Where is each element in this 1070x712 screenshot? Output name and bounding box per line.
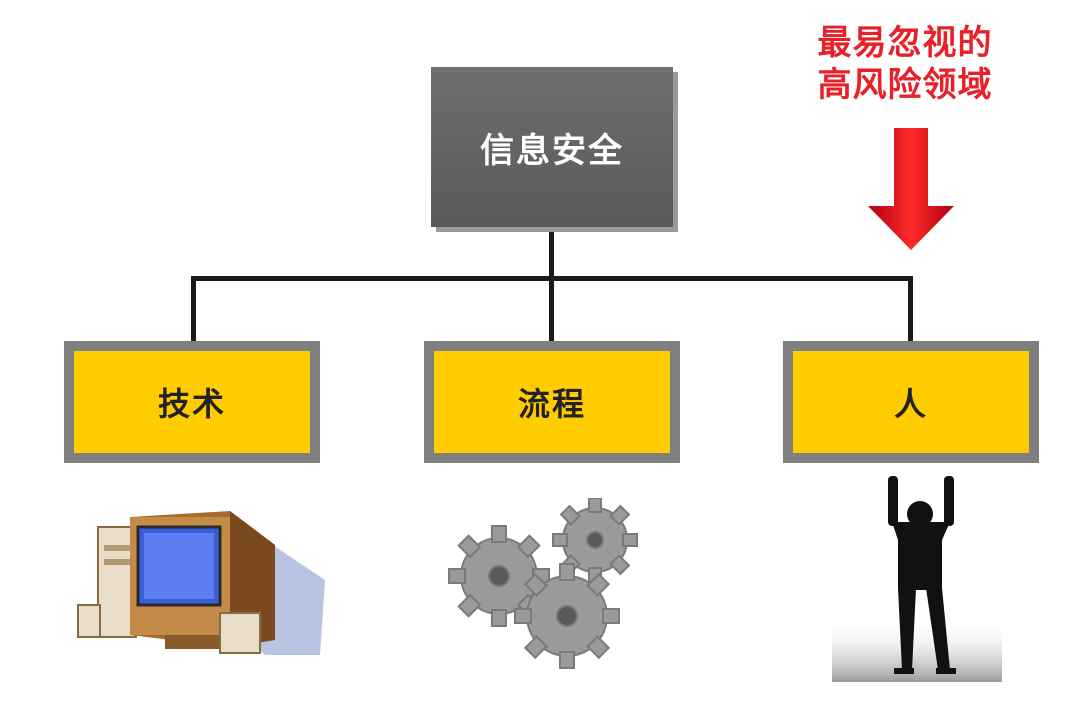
child-node-technology: 技术 — [64, 341, 320, 463]
child-node-label-technology: 技术 — [157, 385, 226, 423]
computer-icon — [77, 511, 325, 655]
child-node-label-process: 流程 — [517, 385, 586, 423]
high-risk-callout: 最易忽视的 高风险领域 — [800, 22, 1010, 106]
root-node-information-security: 信息安全 — [431, 67, 673, 227]
down-arrow-icon — [868, 128, 954, 250]
person-silhouette-icon — [832, 476, 1002, 682]
callout-line-2: 高风险领域 — [817, 65, 993, 105]
child-node-people: 人 — [783, 341, 1039, 463]
gears-icon — [448, 498, 638, 669]
branch-line-people — [908, 276, 913, 342]
callout-line-1: 最易忽视的 — [817, 23, 993, 63]
root-stem-line — [549, 225, 554, 279]
branch-line-tech — [191, 276, 196, 342]
child-node-label-people: 人 — [893, 385, 928, 423]
root-node-label: 信息安全 — [480, 130, 624, 171]
branch-line-process — [549, 276, 554, 342]
child-node-process: 流程 — [424, 341, 680, 463]
